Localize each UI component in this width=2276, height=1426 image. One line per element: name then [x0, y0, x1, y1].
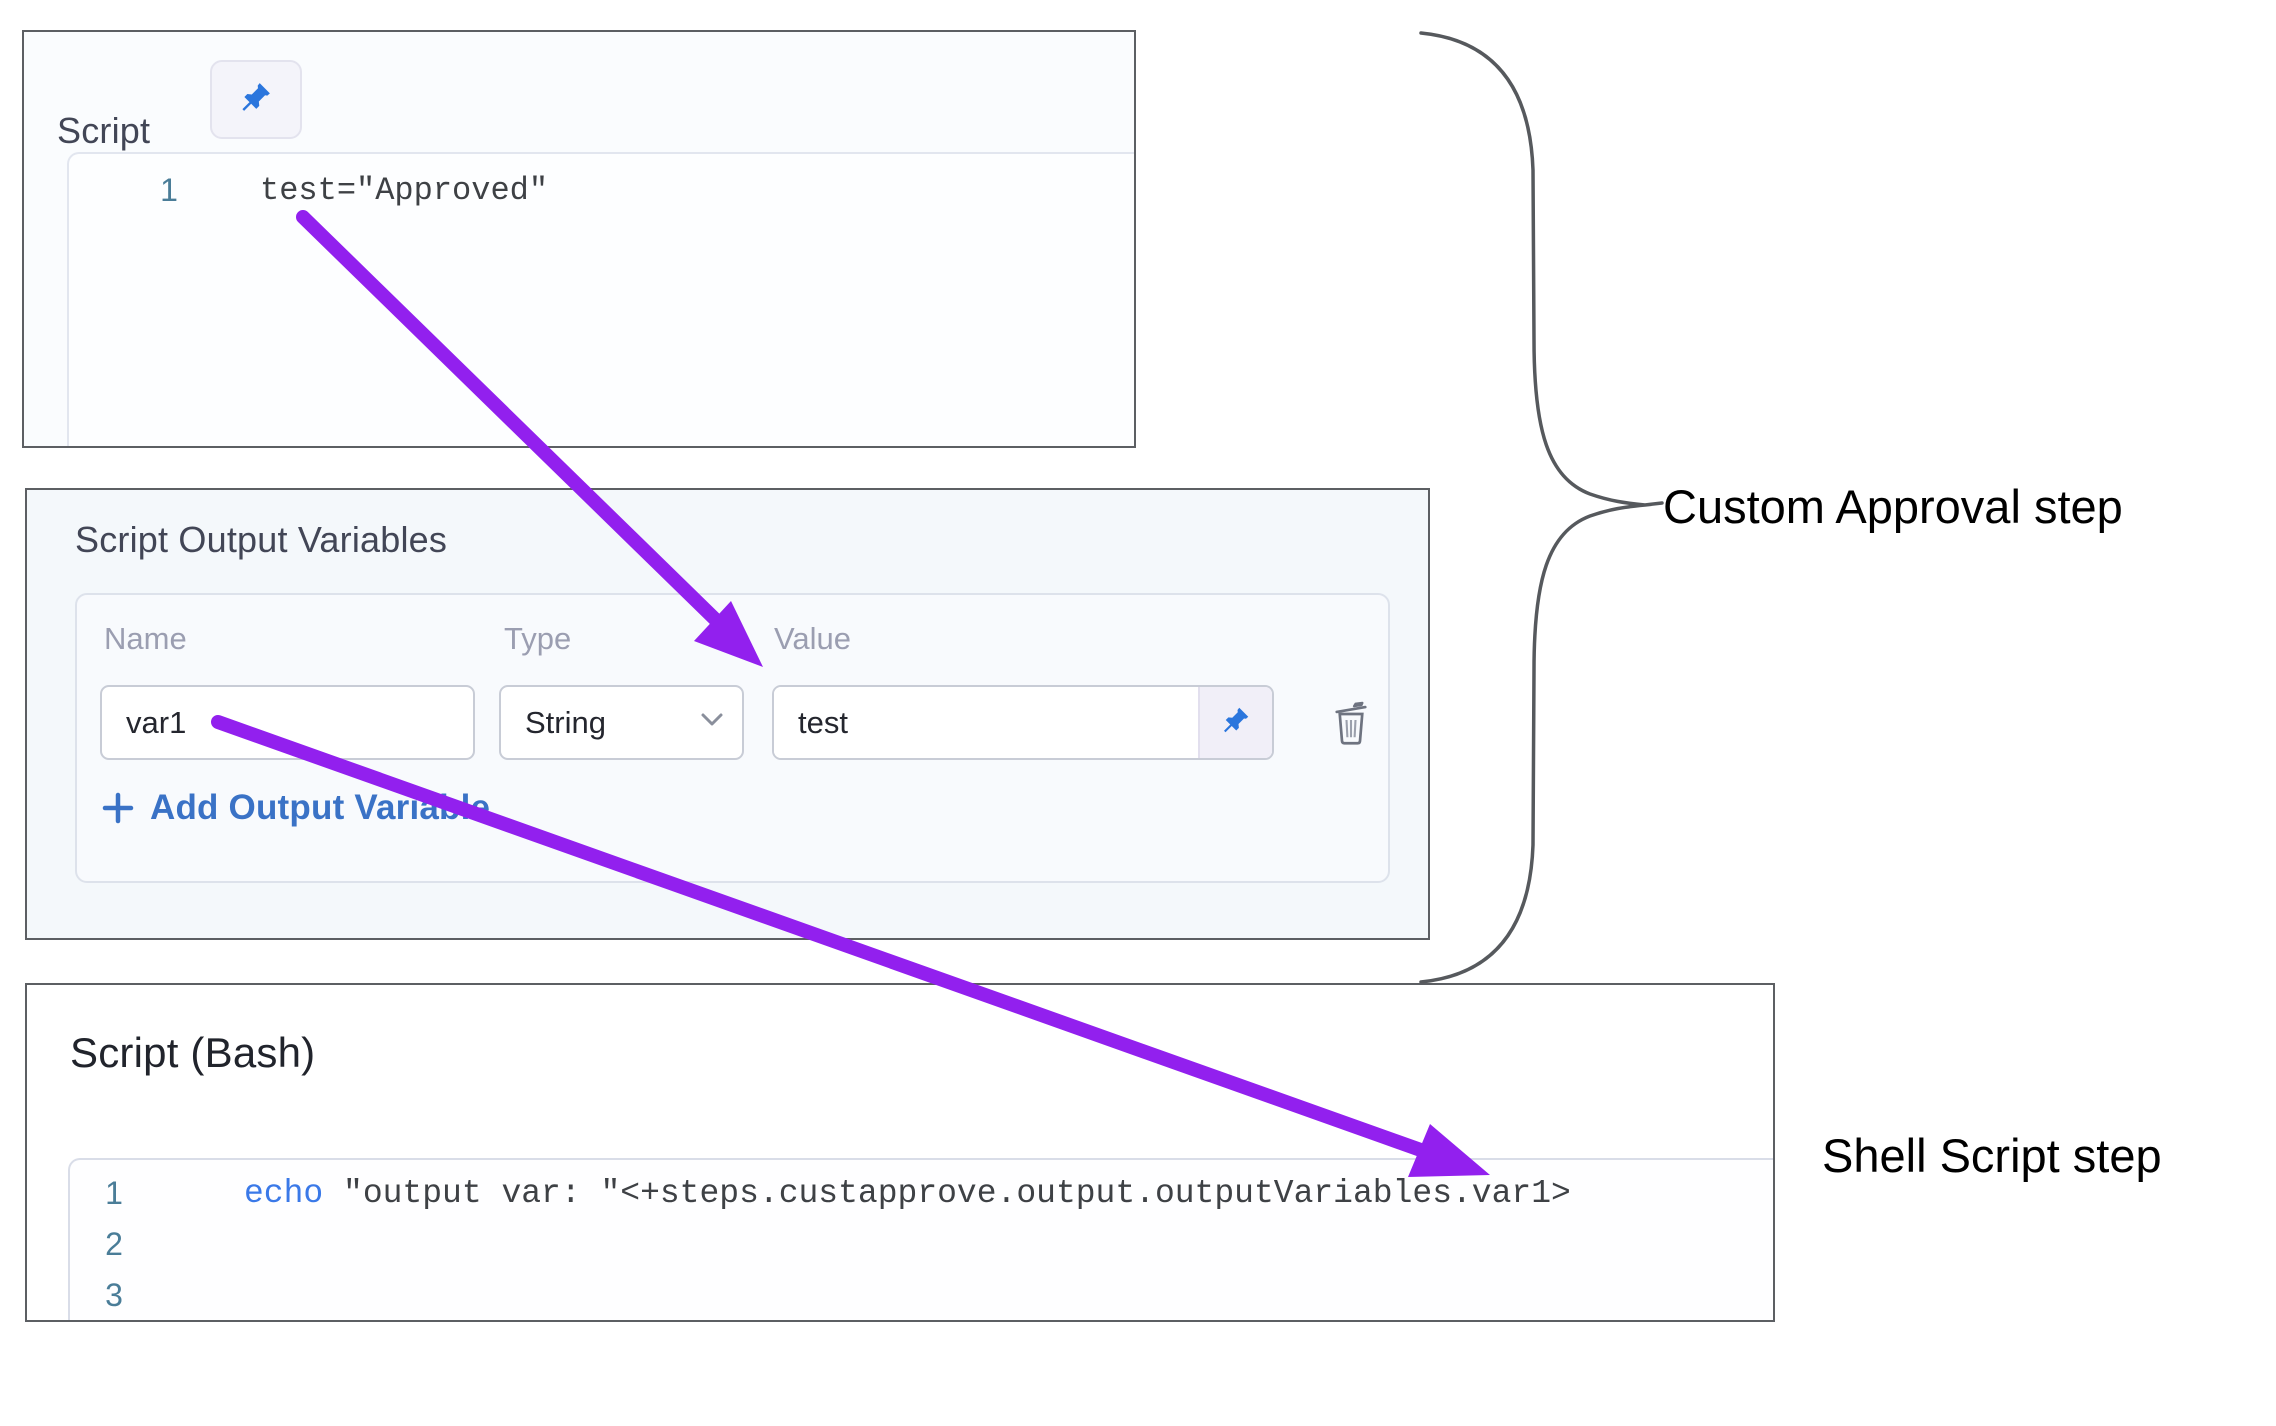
code-line: 3	[70, 1270, 1773, 1321]
add-output-variable-label: Add Output Variable	[150, 788, 491, 827]
plus-icon	[102, 792, 134, 824]
variable-name-field	[100, 685, 475, 760]
code-text: test="Approved"	[260, 172, 549, 209]
pushpin-icon	[239, 80, 273, 119]
code-line: 1 test="Approved"	[69, 172, 1134, 209]
custom-approval-script-panel: Script 1 test="Approved"	[22, 30, 1136, 448]
line-number: 3	[105, 1277, 123, 1313]
pin-button[interactable]	[210, 60, 302, 139]
chevron-down-icon	[700, 712, 724, 733]
variable-name-input[interactable]	[100, 685, 475, 760]
variable-value-field	[772, 685, 1274, 760]
line-number: 1	[105, 1175, 123, 1211]
script-panel-title: Script	[57, 110, 151, 151]
value-column-label: Value	[774, 621, 851, 656]
approval-script-editor[interactable]: 1 test="Approved"	[67, 152, 1134, 446]
type-column-label: Type	[504, 621, 572, 656]
bash-panel-title: Script (Bash)	[70, 1029, 316, 1076]
shell-script-panel: Script (Bash) 1 echo "output var: "<+ste…	[25, 983, 1775, 1322]
line-number: 1	[160, 172, 178, 208]
value-pin-button[interactable]	[1198, 687, 1272, 758]
code-text: echo "output var: "<+steps.custapprove.o…	[244, 1175, 1571, 1212]
name-column-label: Name	[104, 621, 187, 656]
bash-script-editor[interactable]: 1 echo "output var: "<+steps.custapprove…	[68, 1158, 1773, 1320]
output-variables-title: Script Output Variables	[75, 519, 448, 560]
variable-value-input[interactable]	[774, 687, 1198, 758]
custom-approval-step-label: Custom Approval step	[1663, 480, 2123, 533]
delete-variable-button[interactable]	[1329, 699, 1373, 751]
script-output-variables-panel: Script Output Variables Name Type Value …	[25, 488, 1430, 940]
bash-keyword: echo	[244, 1175, 324, 1212]
curly-brace	[1419, 31, 1664, 984]
shell-script-step-label: Shell Script step	[1822, 1129, 2162, 1182]
output-variables-card: Name Type Value String	[75, 593, 1390, 883]
line-number: 2	[105, 1226, 123, 1262]
code-line: 1 echo "output var: "<+steps.custapprove…	[70, 1168, 1773, 1219]
pushpin-icon	[1221, 705, 1251, 740]
code-line: 2	[70, 1219, 1773, 1270]
bash-code-rest: "output var: "<+steps.custapprove.output…	[323, 1175, 1571, 1212]
add-output-variable-button[interactable]: Add Output Variable	[102, 788, 490, 828]
variable-type-select[interactable]: String	[499, 685, 744, 760]
selected-type-value: String	[525, 704, 606, 740]
trash-icon	[1330, 699, 1372, 752]
